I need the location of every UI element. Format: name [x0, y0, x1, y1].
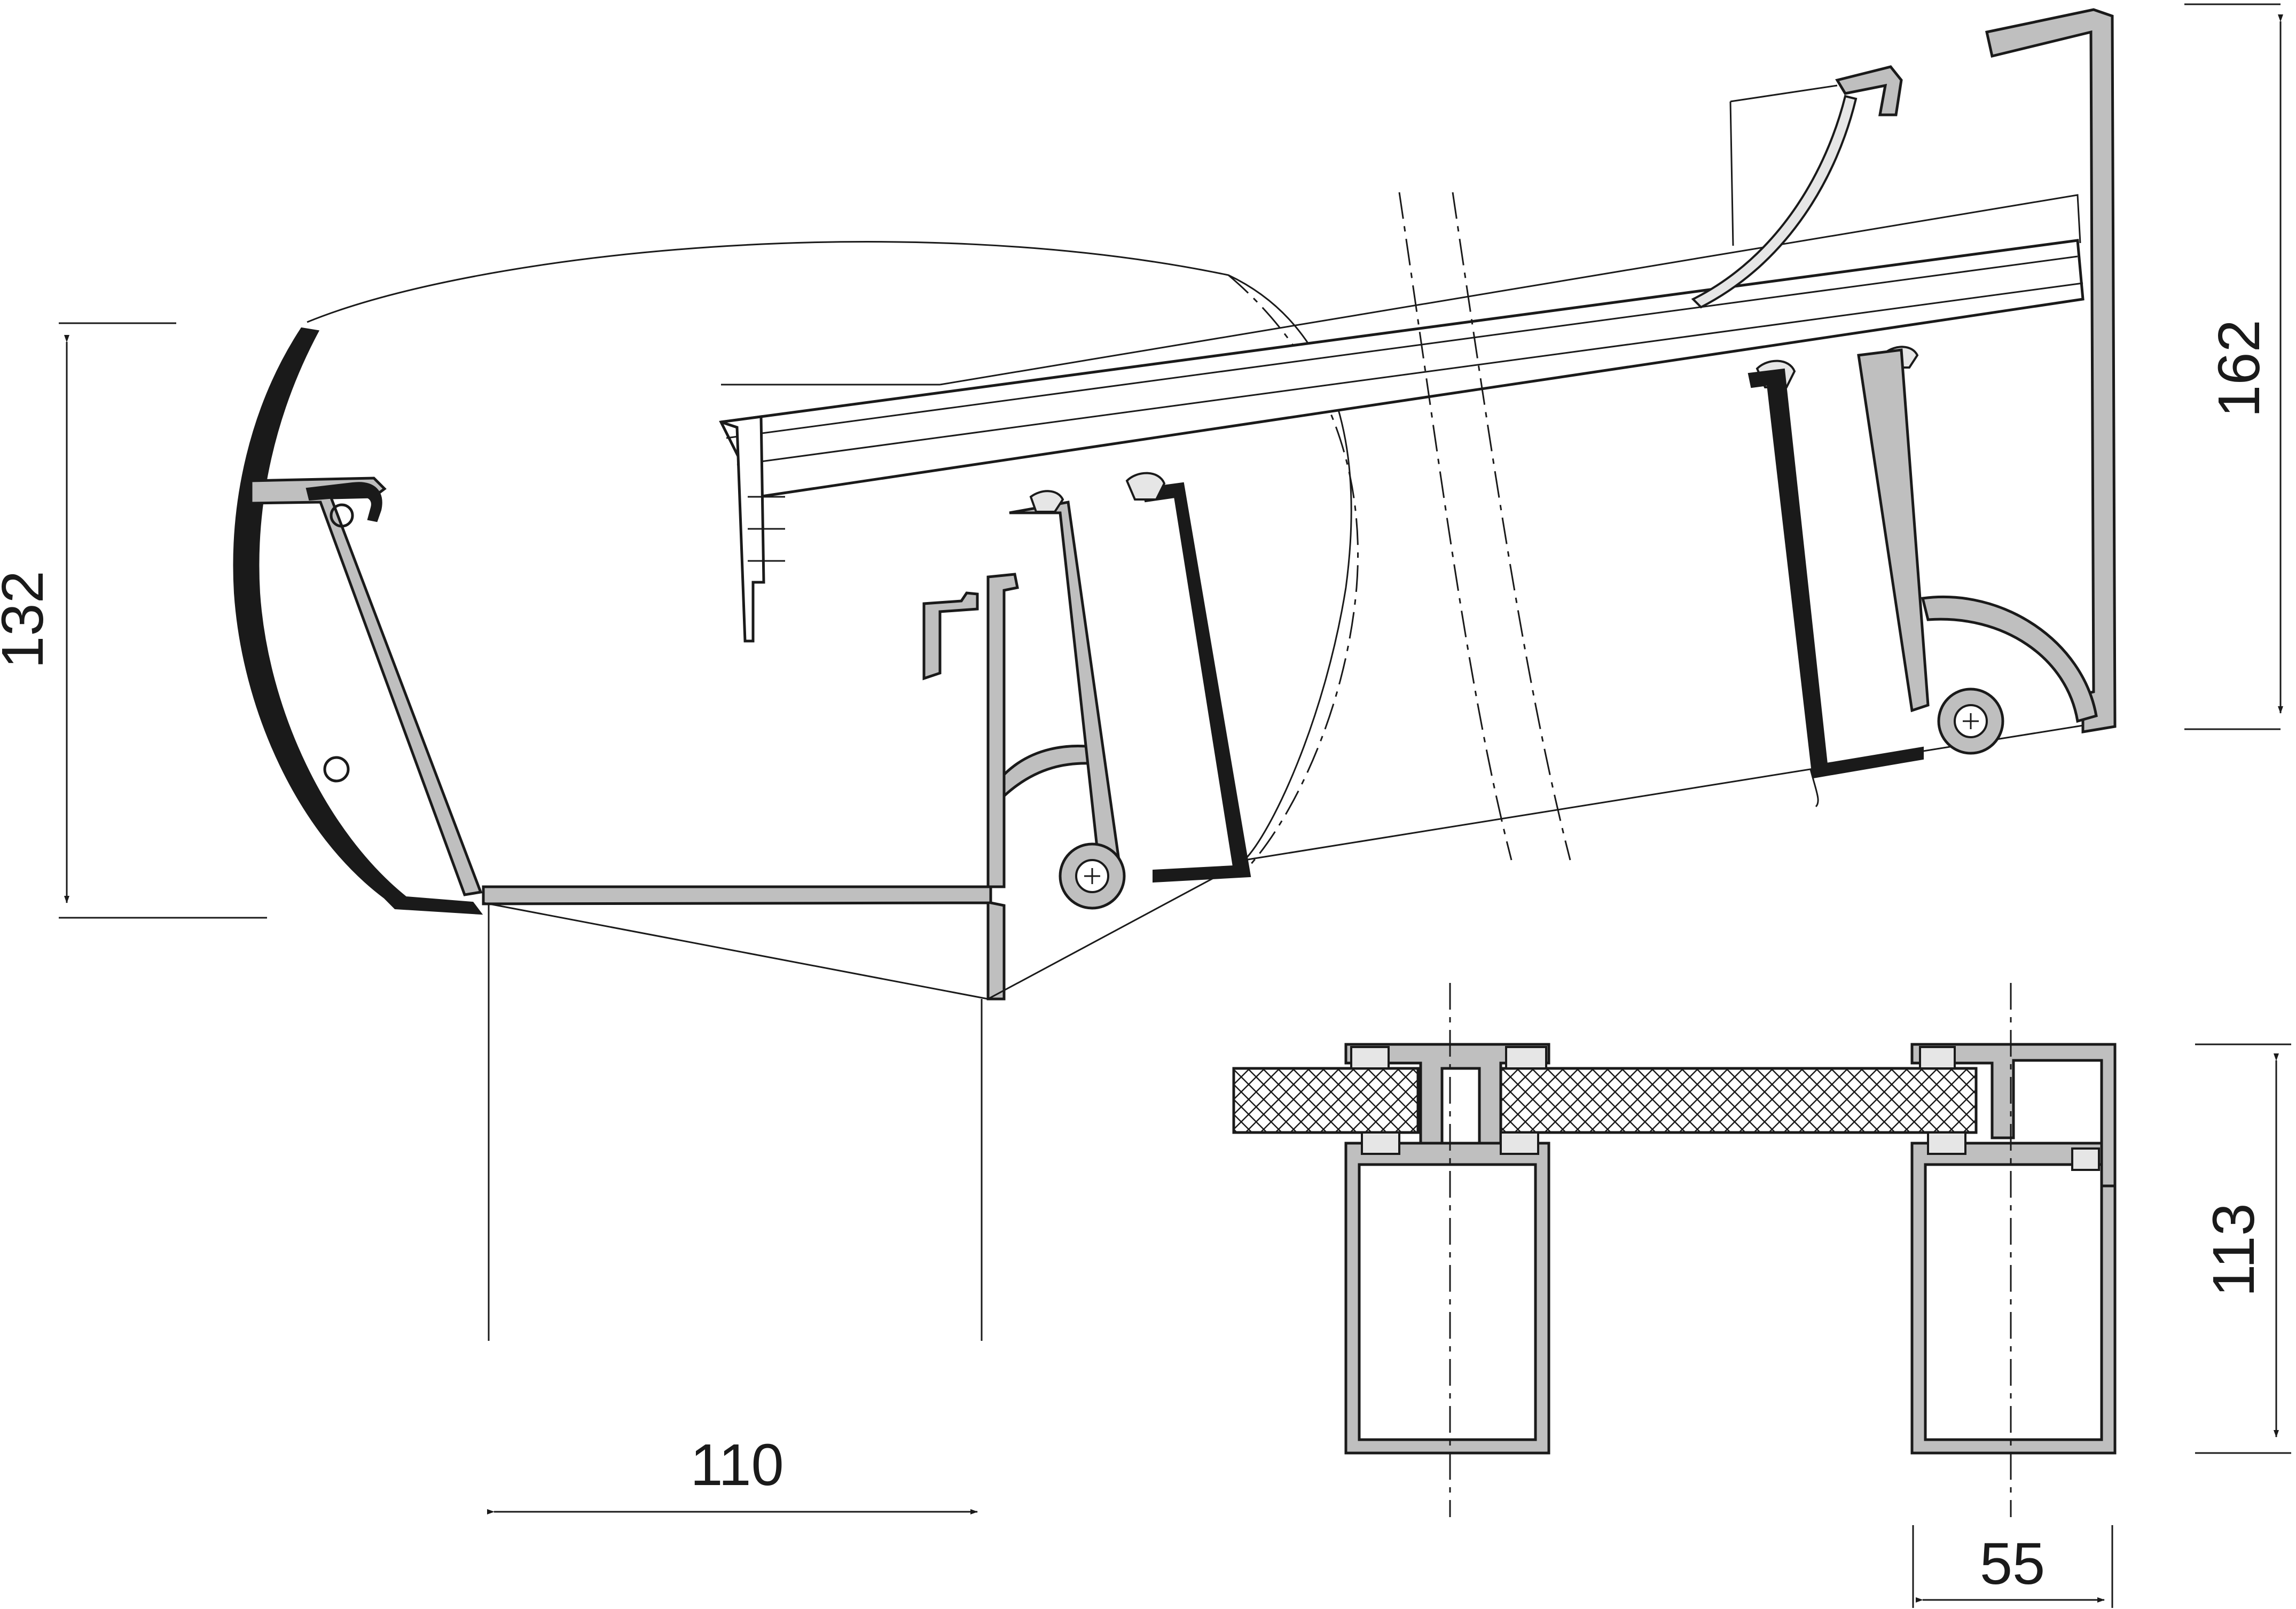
dimension-113: 113 — [2195, 1043, 2291, 1454]
rafter-box-right — [1910, 1142, 2117, 1455]
dim-label-110: 110 — [690, 1432, 783, 1498]
dim-label-132: 132 — [0, 571, 56, 669]
dimension-110: 110 — [487, 903, 983, 1514]
eaves-cover-outline — [307, 241, 1352, 861]
glazing-bar-right — [1910, 1043, 2117, 1188]
dimension-132: 132 — [0, 322, 267, 919]
sheet-end-cap — [720, 415, 765, 643]
ridge-seal — [1691, 95, 1858, 309]
gutter-arm — [249, 477, 483, 896]
soffit-line — [483, 859, 1248, 1000]
end-cap-ribs — [748, 496, 785, 562]
ridge-hook-top — [1835, 65, 1903, 116]
glass-frame-left — [1141, 482, 1251, 883]
rafter-right — [1857, 348, 1930, 713]
gutter-nose — [233, 327, 483, 915]
seal-right-side — [2071, 1147, 2100, 1171]
glass-frame-right — [1748, 368, 1924, 779]
ridge-flashing-outline — [1729, 84, 1838, 808]
seal-left-bottom — [1361, 1131, 1400, 1155]
insulation-panel-left — [1232, 1067, 1420, 1134]
dimension-162: 162 — [2184, 3, 2283, 730]
vertical-post — [986, 573, 1019, 888]
dim-label-113: 113 — [2201, 1203, 2267, 1296]
gutter-clip — [305, 482, 382, 522]
seal-right-bottom — [1927, 1131, 1966, 1155]
dimension-55: 55 — [1912, 1525, 2113, 1608]
dim-label-55: 55 — [1980, 1531, 2045, 1597]
ridge-arc — [1921, 595, 2098, 723]
screw-cross-right — [1963, 713, 1979, 729]
eaves-roof-section — [233, 8, 2117, 1001]
rafter-box-left — [1344, 1142, 1550, 1455]
glazing-bar-left — [1344, 1043, 1550, 1145]
dim-label-162: 162 — [2206, 319, 2272, 418]
seal-left-top-b — [1505, 1046, 1547, 1069]
gasket-left-b — [1029, 490, 1064, 513]
rafter-left — [1009, 501, 1120, 879]
insulation-panel-right — [1483, 1067, 1978, 1134]
gasket-left-a — [1125, 472, 1166, 501]
screw-cross-left — [1084, 868, 1100, 884]
post-top-clip — [922, 591, 979, 681]
seal-right-top — [1919, 1046, 1956, 1069]
break-line-b — [1452, 192, 1571, 861]
glazing-sheet-inner — [726, 255, 2083, 466]
seal-left-top — [1350, 1046, 1390, 1069]
cross-section — [1232, 983, 2117, 1517]
gutter-screw-channel — [330, 503, 354, 528]
bottom-beam — [482, 885, 1006, 1001]
seal-left-bottom-b — [1500, 1131, 1539, 1155]
gutter-screw-channel-lower — [323, 756, 350, 783]
upper-edge-line — [721, 194, 2081, 386]
break-line-a — [1398, 192, 1513, 861]
